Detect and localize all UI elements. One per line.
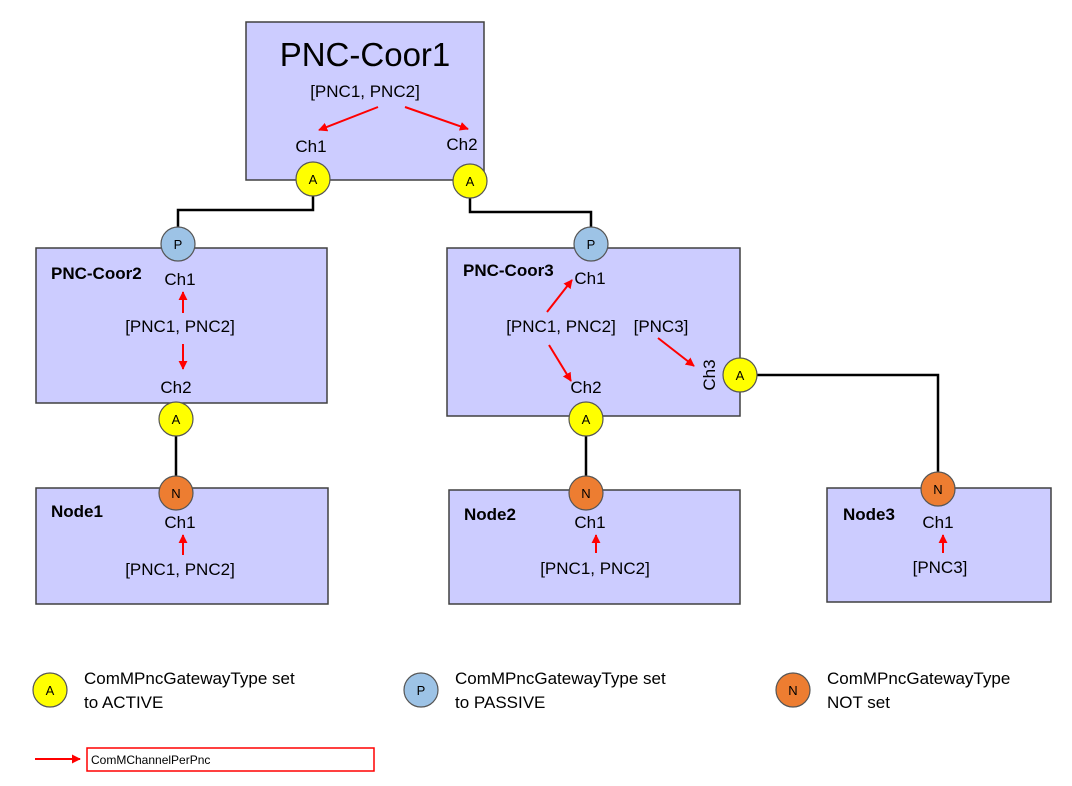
node3-pnc-list: [PNC3] — [913, 558, 968, 577]
port-coor1-ch2-letter: A — [466, 174, 475, 189]
pnc-coor2-pnc-list: [PNC1, PNC2] — [125, 317, 235, 336]
pnc-coor2-ch2-label: Ch2 — [160, 378, 191, 397]
legend-arrow-label: ComMChannelPerPnc — [91, 753, 210, 767]
port-coor1-ch1-active: A — [295, 161, 331, 197]
box-pnc-coor1 — [245, 21, 485, 181]
arrow-coor1-ch2 — [404, 106, 469, 131]
port-coor3-ch3-active: A — [722, 357, 758, 393]
pnc-coor3-ch3-label: Ch3 — [700, 359, 719, 390]
legend-active-letter: A — [46, 683, 55, 698]
port-node3-ch1-none: N — [920, 471, 956, 507]
port-coor3-ch3-circle — [722, 357, 758, 393]
port-coor1-ch2-active: A — [452, 163, 488, 199]
legend-passive-line2: to PASSIVE — [455, 693, 545, 712]
port-coor1-ch1-circle — [295, 161, 331, 197]
box-node2 — [448, 489, 741, 605]
legend-passive-circle — [403, 672, 439, 708]
port-coor3-ch3-letter: A — [736, 368, 745, 383]
pnc-coor3-pnc-list: [PNC1, PNC2] — [506, 317, 616, 336]
legend: A ComMPncGatewayType set to ACTIVE P Com… — [32, 669, 1010, 772]
pnc-coor3-ch1-label: Ch1 — [574, 269, 605, 288]
node1-pnc-list: [PNC1, PNC2] — [125, 560, 235, 579]
pnc-coor1-pnc-list: [PNC1, PNC2] — [310, 82, 420, 101]
pnc-coor2-title: PNC-Coor2 — [51, 264, 142, 283]
legend-passive-letter: P — [417, 683, 426, 698]
arrow-coor3-ch3 — [657, 337, 695, 367]
legend-none-line2: NOT set — [827, 693, 890, 712]
port-coor2-ch1-circle — [160, 226, 196, 262]
port-coor1-ch1-letter: A — [309, 172, 318, 187]
arrow-coor1-ch1 — [318, 106, 379, 132]
pnc-coor3-title: PNC-Coor3 — [463, 261, 554, 280]
legend-passive-line1: ComMPncGatewayType set — [455, 669, 666, 688]
node2-ch1-label: Ch1 — [574, 513, 605, 532]
pnc-coor3-pnc-extra: [PNC3] — [634, 317, 689, 336]
port-coor2-ch1-passive: P — [160, 226, 196, 262]
link-coor1-coor2 — [176, 180, 315, 243]
port-coor2-ch1-letter: P — [174, 237, 183, 252]
node2-pnc-list: [PNC1, PNC2] — [540, 559, 650, 578]
arrow-coor3-ch1 — [546, 279, 573, 313]
link-coor1-coor3 — [468, 180, 593, 243]
node3-title: Node3 — [843, 505, 895, 524]
pnc-coor1-ch1-label: Ch1 — [295, 137, 326, 156]
port-node2-ch1-circle — [568, 475, 604, 511]
port-node2-ch1-none: N — [568, 475, 604, 511]
legend-active-circle — [32, 672, 68, 708]
port-coor3-ch1-letter: P — [587, 237, 596, 252]
pnc-coor1-ch2-label: Ch2 — [446, 135, 477, 154]
legend-arrow-label-box — [86, 747, 375, 772]
pnc-coor1-title: PNC-Coor1 — [280, 36, 451, 73]
port-node1-ch1-none: N — [158, 475, 194, 511]
box-pnc-coor2 — [35, 247, 328, 404]
box-node3 — [826, 487, 1052, 603]
link-coor3-node3 — [740, 373, 940, 489]
legend-none-line1: ComMPncGatewayType — [827, 669, 1010, 688]
port-coor3-ch2-circle — [568, 401, 604, 437]
port-coor2-ch2-circle — [158, 401, 194, 437]
port-coor1-ch2-circle — [452, 163, 488, 199]
port-coor3-ch1-passive: P — [573, 226, 609, 262]
port-node3-ch1-circle — [920, 471, 956, 507]
port-coor2-ch2-letter: A — [172, 412, 181, 427]
port-coor3-ch2-active: A — [568, 401, 604, 437]
legend-active-line1: ComMPncGatewayType set — [84, 669, 295, 688]
port-node3-ch1-letter: N — [933, 482, 942, 497]
port-node1-ch1-circle — [158, 475, 194, 511]
node1-ch1-label: Ch1 — [164, 513, 195, 532]
legend-none-circle — [775, 672, 811, 708]
port-node1-ch1-letter: N — [171, 486, 180, 501]
port-coor2-ch2-active: A — [158, 401, 194, 437]
pnc-coor3-ch2-label: Ch2 — [570, 378, 601, 397]
legend-active-line2: to ACTIVE — [84, 693, 163, 712]
port-node2-ch1-letter: N — [581, 486, 590, 501]
legend-none-letter: N — [788, 683, 797, 698]
port-coor3-ch1-circle — [573, 226, 609, 262]
node2-title: Node2 — [464, 505, 516, 524]
node1-title: Node1 — [51, 502, 103, 521]
port-coor3-ch2-letter: A — [582, 412, 591, 427]
pnc-coor2-ch1-label: Ch1 — [164, 270, 195, 289]
arrow-coor3-ch2 — [548, 344, 572, 382]
node3-ch1-label: Ch1 — [922, 513, 953, 532]
